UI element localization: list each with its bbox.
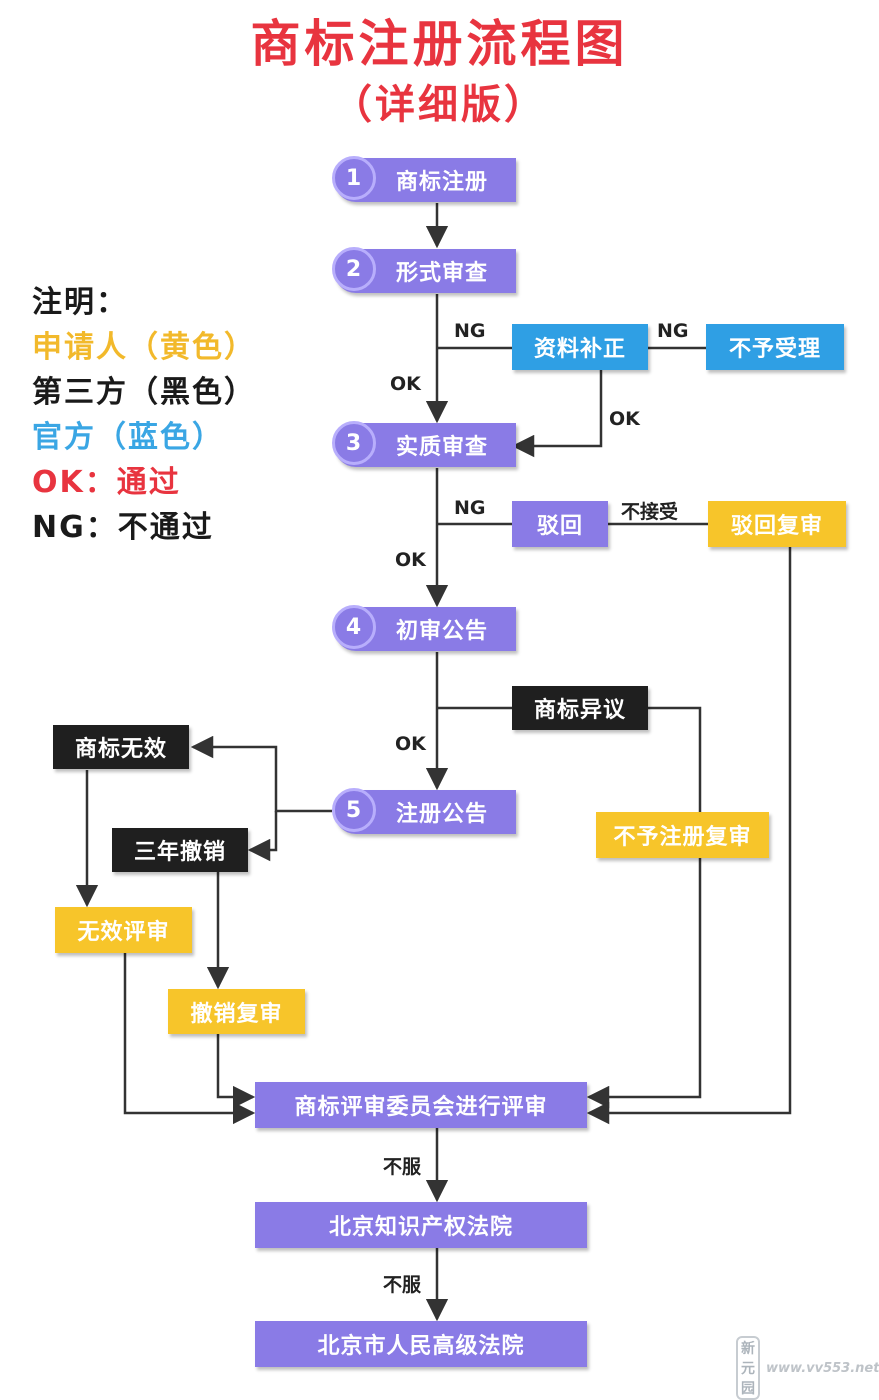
box-three-year-cancellation: 三年撤销 [112, 828, 248, 872]
box-not-accepted: 不予受理 [706, 324, 844, 370]
edge-opposition-to-refusal-review [648, 706, 702, 812]
label-not-accept: 不接受 [621, 501, 679, 523]
label-ng-correction: NG [657, 320, 689, 342]
step-number-badge: 2 [332, 247, 376, 291]
label-ng-substantive: NG [454, 497, 486, 519]
box-rejection: 驳回 [512, 501, 608, 547]
legend-ok: OK：通过 [32, 465, 181, 500]
legend-third-party: 第三方（黑色） [32, 375, 256, 410]
page-subtitle: （详细版） [332, 82, 547, 128]
box-trademark-opposition: 商标异议 [512, 686, 648, 730]
edge-5-to-cancel [247, 811, 278, 862]
page-title: 商标注册流程图 [250, 15, 629, 73]
watermark: 新元园 www.vv553.net [736, 1336, 879, 1400]
box-beijing-high-court: 北京市人民高级法院 [255, 1321, 587, 1367]
step-3-substantive-examination: 3 实质审查 [332, 421, 516, 467]
label-ok-formal: OK [390, 373, 421, 395]
step-number-badge: 3 [332, 421, 376, 465]
box-cancellation-review: 撤销复审 [168, 989, 305, 1034]
label-appeal-ip-court: 不服 [383, 1274, 422, 1296]
edge-refusal-review-to-board [586, 858, 702, 1109]
box-invalidation-review: 无效评审 [55, 907, 192, 953]
label-ok-announcement: OK [395, 733, 426, 755]
box-beijing-ip-court: 北京知识产权法院 [255, 1202, 587, 1248]
box-document-correction: 资料补正 [512, 324, 648, 370]
label-ok-substantive: OK [395, 549, 426, 571]
step-label: 商标注册 [396, 170, 489, 195]
step-4-preliminary-announcement: 4 初审公告 [332, 605, 516, 651]
legend-ng: NG：不通过 [32, 510, 214, 545]
step-1-trademark-application: 1 商标注册 [332, 156, 516, 202]
box-rejection-review: 驳回复审 [708, 501, 846, 547]
step-number-badge: 4 [332, 605, 376, 649]
step-label: 初审公告 [396, 619, 489, 644]
watermark-url: www.vv553.net [766, 1360, 879, 1376]
legend-official: 官方（蓝色） [32, 420, 224, 455]
edge-5-to-invalidation [190, 735, 332, 813]
label-appeal-board: 不服 [383, 1156, 422, 1178]
legend-heading: 注明： [32, 285, 128, 320]
box-trademark-invalidation: 商标无效 [53, 725, 189, 769]
box-refusal-review: 不予注册复审 [596, 812, 769, 858]
legend: 注明： 申请人（黄色） 第三方（黑色） 官方（蓝色） OK：通过 NG：不通过 [32, 280, 256, 550]
edge-cancel-review-to-board [216, 1034, 256, 1109]
box-review-board: 商标评审委员会进行评审 [255, 1082, 587, 1128]
edge-correction-to-3 [511, 370, 603, 458]
step-label: 实质审查 [396, 435, 489, 460]
step-number-badge: 1 [332, 156, 376, 200]
legend-applicant: 申请人（黄色） [32, 330, 256, 365]
watermark-logo: 新元园 [736, 1336, 760, 1400]
step-5-registration-announcement: 5 注册公告 [332, 788, 516, 834]
step-label: 注册公告 [396, 802, 489, 827]
step-2-formal-examination: 2 形式审查 [332, 247, 516, 293]
step-number-badge: 5 [332, 788, 376, 832]
edge-rejection-review-to-board [586, 547, 792, 1125]
label-ok-correction: OK [609, 408, 640, 430]
step-label: 形式审查 [396, 261, 489, 286]
edge-invalidation-review-to-board [123, 953, 256, 1125]
label-ng-formal: NG [454, 320, 486, 342]
